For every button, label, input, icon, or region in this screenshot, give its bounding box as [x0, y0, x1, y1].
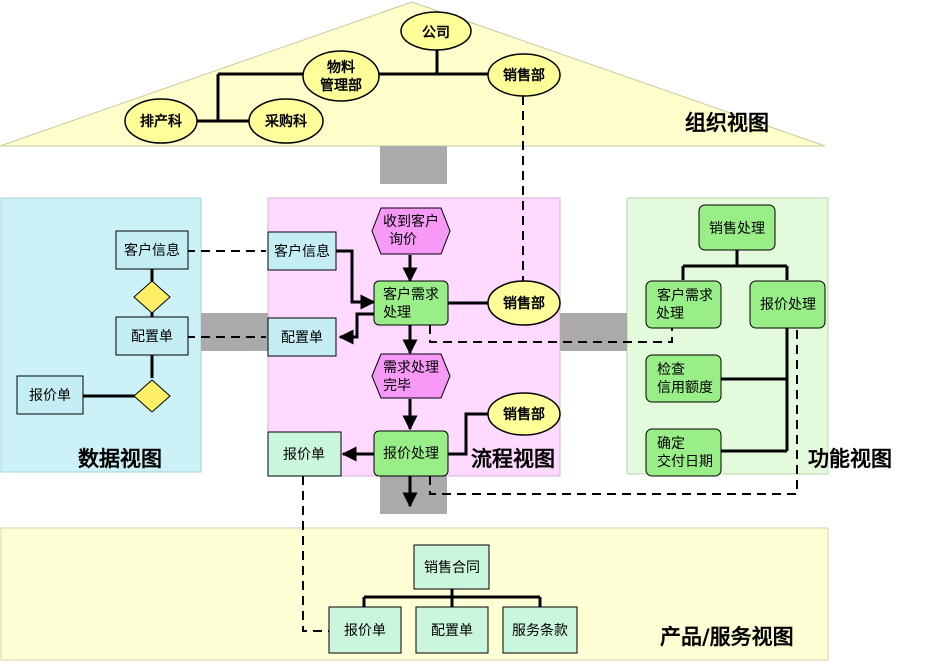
sales-label: 销售部: [503, 67, 545, 84]
fn-check-credit: 检查 信用额度: [645, 354, 722, 403]
data-quote-sheet-label: 报价单: [29, 388, 71, 404]
data-rule-diamond-1: [133, 280, 171, 314]
product-service-terms-label: 服务条款: [512, 622, 568, 639]
org-node-scheduling: 排产科: [124, 98, 198, 144]
function-demand-processing-line2: 处理: [383, 305, 411, 321]
event-inquiry-received-line2: 询价: [389, 232, 417, 248]
fn-quote-processing-label: 报价处理: [760, 297, 816, 313]
dashed-relations: [186, 96, 798, 632]
process-view-title: 流程视图: [471, 447, 555, 471]
data-view-title: 数据视图: [78, 447, 162, 471]
fn-demand-processing-line2: 处理: [656, 306, 684, 322]
purchasing-label: 采购科: [264, 113, 307, 130]
product-config-sheet-label: 配置单: [431, 623, 473, 639]
fn-delivery-date-line1: 确定: [657, 436, 685, 452]
company-label: 公司: [422, 25, 450, 41]
product-view-title: 产品/服务视图: [660, 625, 794, 649]
data-quote-sheet: 报价单: [16, 375, 84, 415]
fn-quote-processing: 报价处理: [749, 280, 826, 329]
data-config-sheet: 配置单: [115, 316, 189, 356]
data-customer-info: 客户信息: [115, 230, 189, 270]
fn-demand-processing-line1: 客户需求: [657, 287, 713, 304]
materials-label-line1: 物料: [327, 59, 355, 76]
product-config-sheet: 配置单: [415, 606, 489, 654]
org-node-company: 公司: [400, 11, 472, 51]
event-demand-done-line2: 完毕: [383, 378, 411, 394]
connector-left: [201, 313, 268, 351]
process-quote-sheet: 报价单: [267, 431, 342, 477]
process-quote-sheet-label: 报价单: [283, 447, 325, 463]
fn-check-credit-line1: 检查: [657, 362, 685, 378]
process-config-sheet: 配置单: [267, 317, 337, 357]
data-rule-diamond-2: [133, 379, 171, 413]
product-quote-sheet-label: 报价单: [344, 623, 386, 639]
process-sales-dept-1-label: 销售部: [503, 295, 545, 312]
scheduling-label: 排产科: [140, 113, 182, 130]
function-demand-processing: 客户需求 处理: [373, 280, 449, 326]
connector-bottom: [380, 476, 447, 514]
product-sales-contract-label: 销售合同: [424, 560, 480, 576]
connector-right: [560, 313, 627, 351]
event-inquiry-received-line1: 收到客户: [383, 213, 439, 230]
product-service-terms: 服务条款: [502, 606, 578, 654]
data-customer-info-label: 客户信息: [124, 242, 180, 259]
materials-label-line2: 管理部: [320, 77, 362, 94]
fn-demand-processing: 客户需求 处理: [645, 280, 722, 329]
process-sales-dept-2: 销售部: [487, 392, 561, 436]
function-demand-processing-line1: 客户需求: [383, 286, 439, 303]
product-sales-contract: 销售合同: [413, 544, 490, 590]
fn-sales-processing-label: 销售处理: [709, 221, 765, 237]
event-demand-done-line1: 需求处理: [383, 360, 439, 376]
function-quote-processing: 报价处理: [373, 430, 449, 477]
fn-sales-processing: 销售处理: [698, 204, 776, 251]
fn-delivery-date-line2: 交付日期: [657, 453, 713, 470]
org-node-sales: 销售部: [487, 53, 561, 97]
function-view-title: 功能视图: [808, 447, 892, 471]
process-sales-dept-1: 销售部: [487, 280, 561, 326]
event-demand-done: 需求处理 完毕: [371, 353, 451, 399]
function-tree-lines: [681, 250, 789, 453]
event-inquiry-received: 收到客户 询价: [371, 207, 451, 255]
product-quote-sheet: 报价单: [328, 606, 402, 654]
fn-check-credit-line2: 信用额度: [657, 380, 713, 396]
connector-top: [380, 146, 447, 184]
process-flow-lines: [336, 249, 488, 508]
product-tree-lines: [362, 589, 542, 607]
process-sales-dept-2-label: 销售部: [503, 406, 545, 423]
fn-delivery-date: 确定 交付日期: [645, 428, 722, 477]
org-node-materials: 物料 管理部: [302, 50, 380, 102]
process-config-sheet-label: 配置单: [281, 330, 323, 346]
org-node-purchasing: 采购科: [248, 98, 324, 144]
process-customer-info-label: 客户信息: [274, 243, 330, 260]
function-quote-processing-label: 报价处理: [383, 446, 439, 462]
process-customer-info: 客户信息: [267, 231, 337, 271]
data-config-sheet-label: 配置单: [131, 329, 173, 345]
org-view-title: 组织视图: [685, 111, 769, 135]
